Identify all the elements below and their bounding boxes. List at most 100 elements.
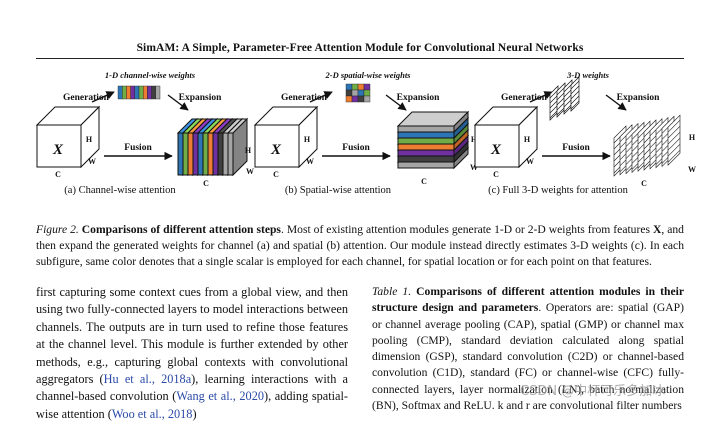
citation-link[interactable]: Woo et al., 2018 (111, 406, 193, 421)
header-rule (36, 58, 684, 59)
channel-weight-cell (117, 85, 123, 100)
channel-weight-cell (130, 85, 136, 100)
features-symbol: X (652, 223, 662, 236)
expansion-arrow (385, 94, 407, 111)
channel-slab-front (212, 132, 219, 176)
input-symbol: X (270, 142, 282, 158)
spatial-weight-cell (351, 83, 359, 91)
spatial-weight-cell (363, 83, 371, 91)
page-title: SimAM: A Simple, Parameter-Free Attentio… (136, 42, 584, 54)
weight-hatch (570, 95, 580, 105)
channel-slab-front (217, 132, 224, 176)
expansion-arrow (167, 94, 189, 111)
output-dim-w: W (246, 167, 254, 176)
weight-hatch (570, 100, 580, 110)
channel-weight-cell (138, 85, 144, 100)
output-sheet-face (667, 114, 681, 166)
channel-slab-front (222, 132, 229, 176)
fusion-label: Fusion (124, 143, 152, 153)
left-text-4: ) (192, 406, 197, 421)
table-caption-title: Comparisons of different attention modul… (372, 285, 684, 315)
input-tensor-side (518, 105, 538, 169)
channel-weight-cell (151, 85, 157, 100)
channel-weight-cell (155, 85, 161, 100)
spatial-slice-side (453, 110, 469, 134)
fusion-label: Fusion (562, 143, 590, 153)
figure-label: Figure 2. (36, 223, 79, 236)
input-tensor (473, 105, 539, 169)
table-label: Table 1. (372, 285, 412, 298)
output-dim-c: C (203, 179, 209, 188)
generation-label: Generation (63, 93, 110, 103)
citation-link[interactable]: Hu et al., 2018a (103, 372, 192, 387)
spatial-weight-cell (357, 83, 365, 91)
input-tensor (35, 105, 101, 169)
channel-weight-cell (121, 85, 127, 100)
panel-subcaption: (b) Spatial-wise attention (285, 185, 392, 196)
input-tensor (253, 105, 319, 169)
generation-label: Generation (281, 93, 328, 103)
spatial-weight-cell (345, 83, 353, 91)
spatial-weight-cell (345, 95, 353, 103)
input-symbol: X (52, 142, 64, 158)
spatial-slice (396, 110, 470, 134)
dim-c-label: C (273, 170, 279, 179)
spatial-slice-front (397, 161, 455, 169)
generation-arrow (309, 91, 333, 103)
output-hatch (667, 149, 681, 163)
expansion-label: Expansion (397, 93, 440, 103)
spatial-slice-front (397, 131, 455, 139)
expansion-arrow (605, 94, 627, 111)
dim-h-label: H (86, 135, 93, 144)
generation-arrow (529, 91, 553, 103)
spatial-weight-cell (357, 95, 365, 103)
spatial-weight-cell (351, 89, 359, 97)
output-hatch (667, 125, 681, 139)
channel-weight-cell (147, 85, 152, 100)
channel-slab-side (232, 117, 248, 177)
left-text-2: ), learning interactions with a channel-… (36, 372, 349, 404)
figure-caption-text-1: . Most of existing attention modules gen… (280, 223, 653, 236)
output-dim-w: W (688, 165, 696, 174)
channel-weight-cell (142, 85, 148, 100)
weight-hatch (570, 80, 580, 90)
spatial-slice-front (397, 155, 455, 163)
spatial-slice-front (397, 125, 455, 133)
spatial-slice-front (397, 143, 455, 151)
spatial-weight-cell (345, 89, 353, 97)
output-hatch (667, 143, 681, 157)
dim-w-label: W (526, 157, 534, 166)
spatial-weight-cell (363, 95, 371, 103)
fusion-label: Fusion (342, 143, 370, 153)
output-dim-c: C (641, 179, 647, 188)
dim-h-label: H (304, 135, 311, 144)
channel-slab-front (207, 132, 214, 176)
citation-link[interactable]: Wang et al., 2020 (176, 389, 264, 404)
channel-slab-front (227, 132, 234, 176)
spatial-weight-cell (357, 89, 365, 97)
channel-slab-front (182, 132, 189, 176)
channel-weight-cell (134, 85, 140, 100)
left-text-1: first capturing some context cues from a… (36, 285, 348, 387)
expansion-label: Expansion (179, 93, 222, 103)
input-tensor-side (80, 105, 100, 169)
output-dim-c: C (421, 177, 427, 186)
spatial-weight-cell (351, 95, 359, 103)
channel-slab-front (197, 132, 204, 176)
generation-label: Generation (501, 93, 548, 103)
weights-title: 3-D weights (566, 70, 609, 80)
output-sheet (667, 114, 681, 166)
weight-hatch (570, 90, 580, 100)
watermark: CSDN @中杯可乐多加冰 (520, 384, 666, 399)
channel-slab (226, 117, 249, 177)
output-hatch (667, 131, 681, 145)
spatial-slice-front (397, 149, 455, 157)
figure-caption-title: Comparisons of different attention steps (81, 223, 281, 236)
weights-title: 1-D channel-wise weights (105, 70, 196, 80)
channel-slab-front (177, 132, 184, 176)
expansion-label: Expansion (617, 93, 660, 103)
weights-title: 2-D spatial-wise weights (324, 70, 411, 80)
dim-c-label: C (55, 170, 61, 179)
